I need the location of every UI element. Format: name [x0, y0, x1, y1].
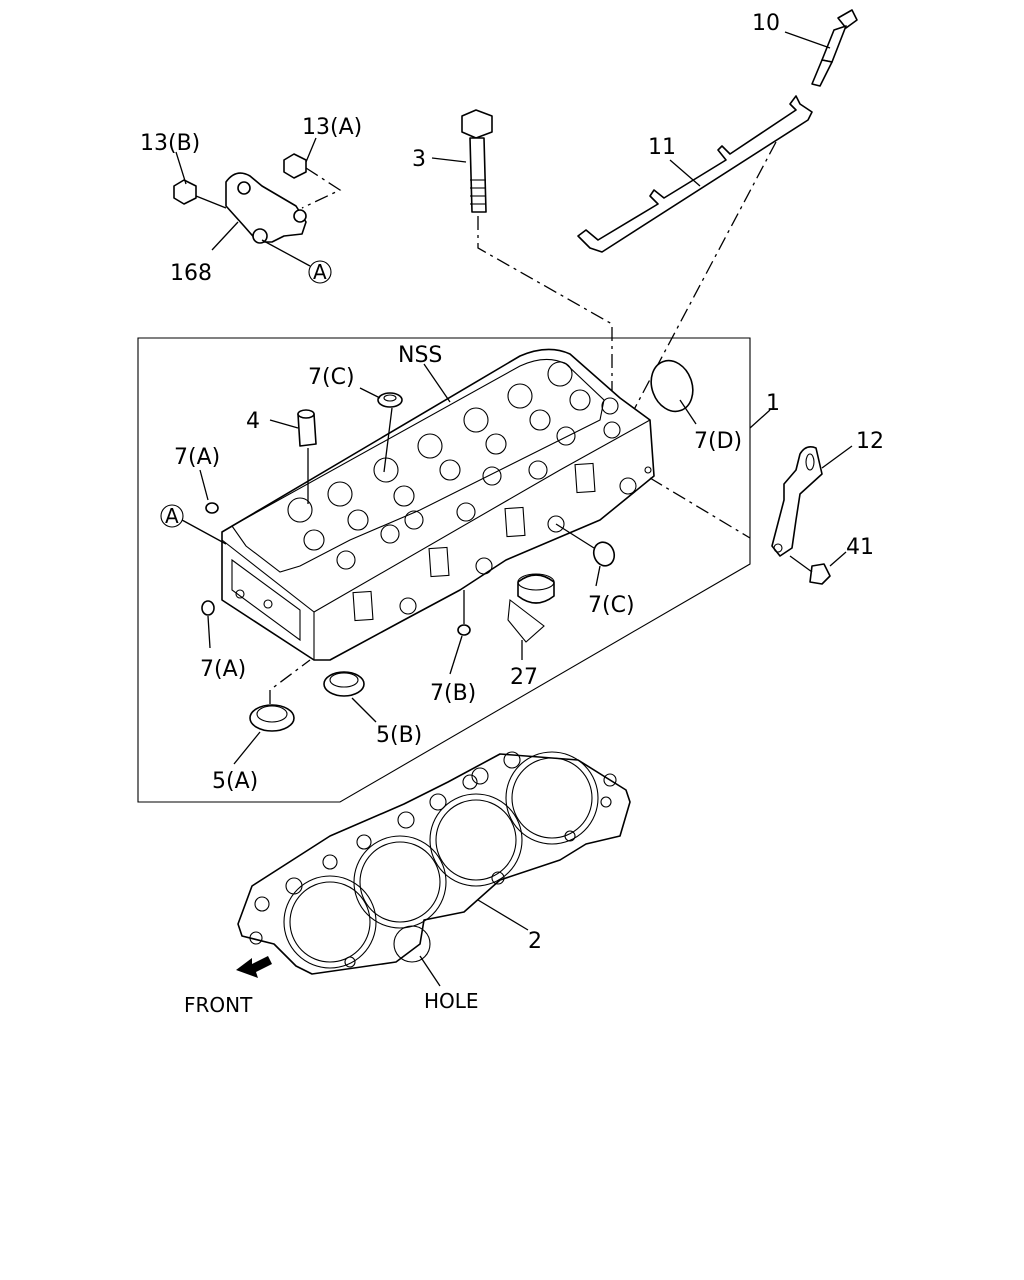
label-5b: 5(B) — [376, 723, 422, 748]
label-circle-a-2: A — [165, 504, 179, 528]
label-2: 2 — [528, 929, 542, 954]
label-nss: NSS — [398, 343, 442, 368]
bolt-41 — [789, 551, 847, 585]
label-hole: HOLE — [424, 989, 479, 1013]
plug-7b — [449, 590, 471, 675]
front-arrow-icon — [236, 956, 272, 978]
head-gasket-2 — [237, 751, 631, 987]
label-11: 11 — [648, 135, 676, 160]
label-12: 12 — [856, 429, 884, 454]
label-7a-bottom: 7(A) — [200, 657, 246, 682]
bracket-168 — [173, 137, 342, 284]
plug-7a-top — [199, 469, 219, 514]
seal-5b — [323, 671, 377, 723]
label-13b: 13(B) — [140, 131, 200, 156]
glow-plug-connector-11 — [577, 95, 813, 253]
assembly-frame — [137, 337, 751, 803]
label-circle-a-1: A — [313, 260, 327, 284]
bracket-12 — [649, 445, 853, 557]
plug-7c-top — [359, 387, 403, 473]
glow-plug-10 — [784, 9, 858, 87]
label-5a: 5(A) — [212, 769, 258, 794]
label-7a-top: 7(A) — [174, 445, 220, 470]
valve-guide-4 — [269, 409, 317, 504]
plug-7c-right — [555, 523, 616, 587]
label-7c-top: 7(C) — [308, 365, 355, 390]
label-1: 1 — [766, 391, 780, 416]
head-bolt-3 — [431, 109, 613, 420]
label-41: 41 — [846, 535, 874, 560]
label-168: 168 — [170, 261, 212, 286]
cylinder-head-1 — [221, 348, 655, 661]
label-4: 4 — [246, 409, 260, 434]
label-10: 10 — [752, 11, 780, 36]
label-13a: 13(A) — [302, 115, 362, 140]
label-3: 3 — [412, 147, 426, 172]
label-7d: 7(D) — [694, 429, 742, 454]
label-7b: 7(B) — [430, 681, 476, 706]
plug-7d — [650, 359, 697, 425]
plug-27 — [507, 573, 555, 660]
label-7c-right: 7(C) — [588, 593, 635, 618]
plug-7a-bottom — [201, 600, 215, 649]
seal-5a — [233, 659, 311, 765]
label-front: FRONT — [184, 993, 253, 1017]
label-27: 27 — [510, 665, 538, 690]
